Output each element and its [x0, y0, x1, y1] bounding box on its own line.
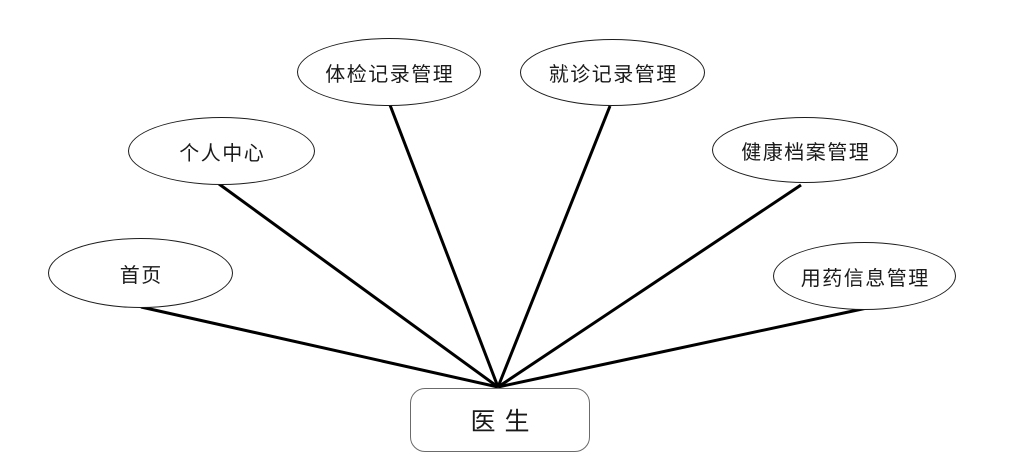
- edge-doctor-medication-info: [497, 306, 868, 389]
- edge-doctor-physical-exam-records: [388, 104, 500, 388]
- usecase-home-label: 首页: [119, 264, 163, 287]
- usecase-personal-center-label: 个人中心: [179, 142, 266, 165]
- usecase-home: 首页: [48, 238, 233, 308]
- actor-doctor-label: 医生: [470, 409, 539, 436]
- usecase-physical-exam-records: 体检记录管理: [297, 38, 481, 106]
- usecase-medication-info-label: 用药信息管理: [800, 267, 930, 290]
- actor-doctor: 医生: [410, 388, 590, 452]
- usecase-visit-records-label: 就诊记录管理: [548, 64, 678, 86]
- usecase-visit-records: 就诊记录管理: [520, 39, 705, 106]
- edge-doctor-health-archives: [497, 183, 802, 389]
- usecase-personal-center: 个人中心: [128, 117, 315, 185]
- usecase-physical-exam-records-label: 体检记录管理: [325, 63, 455, 86]
- usecase-health-archives-label: 健康档案管理: [741, 141, 871, 164]
- edge-doctor-home: [140, 305, 499, 389]
- usecase-health-archives: 健康档案管理: [712, 117, 898, 183]
- edge-doctor-visit-records: [496, 105, 612, 388]
- usecase-medication-info: 用药信息管理: [773, 242, 956, 310]
- edge-doctor-personal-center: [218, 182, 499, 389]
